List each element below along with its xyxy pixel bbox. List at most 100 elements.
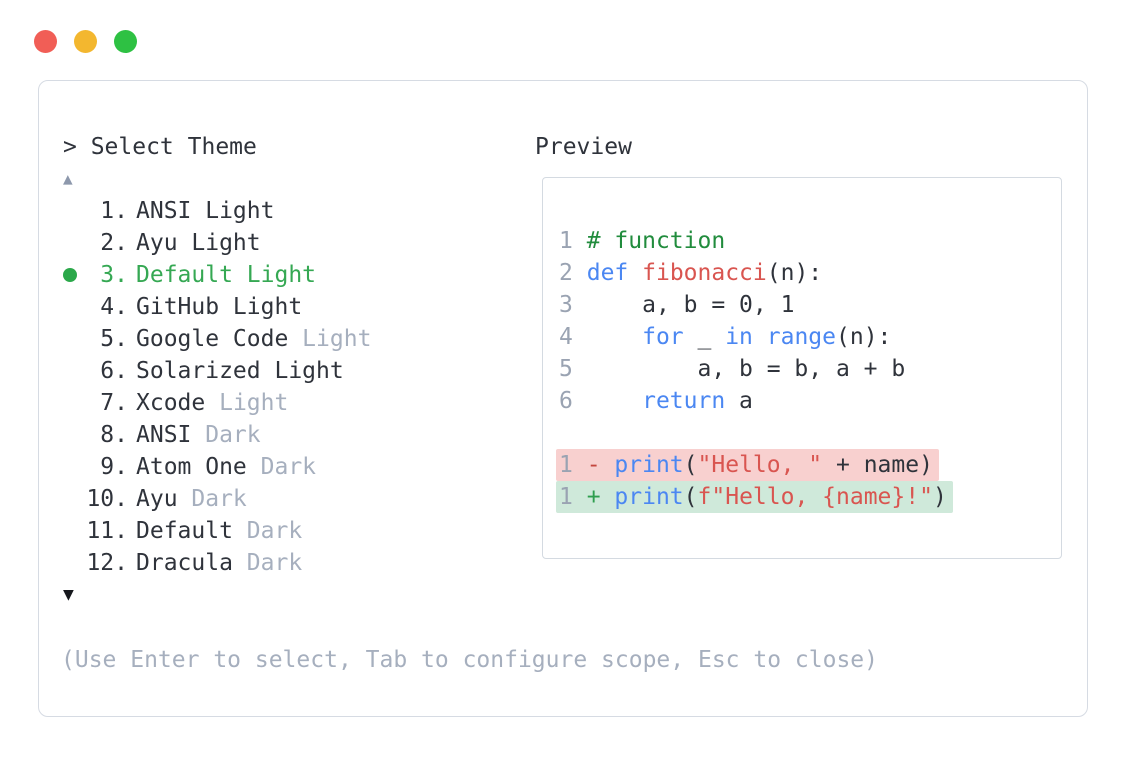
maximize-button[interactable] xyxy=(114,30,137,53)
line-number: 1 xyxy=(559,228,573,254)
minimize-button[interactable] xyxy=(74,30,97,53)
theme-list-item[interactable]: 7.Xcode Light xyxy=(63,387,523,419)
code-token-plain xyxy=(587,324,642,350)
theme-item-number: 8. xyxy=(100,422,128,448)
theme-item-number: 10. xyxy=(86,486,128,512)
marker-spacer xyxy=(63,291,83,323)
scroll-up-icon[interactable]: ▲ xyxy=(63,169,73,188)
theme-item-name: Solarized Light xyxy=(136,358,344,384)
theme-list-item[interactable]: 2.Ayu Light xyxy=(63,227,523,259)
code-line: 2 def fibonacci(n): xyxy=(559,257,1061,289)
theme-item-number: 7. xyxy=(100,390,128,416)
code-line: 1 + print(f"Hello, {name}!") xyxy=(556,481,1061,513)
theme-list-item[interactable]: 4.GitHub Light xyxy=(63,291,523,323)
code-token-comment: # function xyxy=(586,228,726,254)
line-number: 1 xyxy=(559,484,573,510)
code-token-kw: def xyxy=(586,260,629,286)
marker-spacer xyxy=(63,547,83,579)
theme-item-number: 3. xyxy=(100,262,128,288)
marker-spacer xyxy=(63,419,83,451)
theme-item-name: Ayu xyxy=(136,486,178,512)
code-token-plain: ( xyxy=(683,484,698,510)
theme-item-number: 9. xyxy=(100,454,128,480)
code-token-add: + xyxy=(586,484,615,510)
code-token-plain: (n): xyxy=(836,324,892,350)
theme-list-column: > Select Theme ▲ 1. ANSI Light 2.Ayu Light… xyxy=(63,131,523,611)
line-number: 1 xyxy=(559,452,573,478)
theme-item-number: 11. xyxy=(86,518,128,544)
line-number: 3 xyxy=(559,292,573,318)
marker-spacer xyxy=(63,387,83,419)
code-token-fn: fibonacci xyxy=(642,260,767,286)
selected-bullet-icon xyxy=(63,268,77,282)
theme-item-name: Xcode xyxy=(136,390,206,416)
code-token-plain xyxy=(587,388,642,414)
code-line: 4 for _ in range(n): xyxy=(559,321,1061,353)
preview-label: Preview xyxy=(535,134,632,160)
theme-list-item[interactable]: 3. Default Light xyxy=(63,259,523,291)
theme-list: 1. ANSI Light 2.Ayu Light 3. Default Light 4.… xyxy=(63,195,523,579)
theme-item-name: Ayu Light xyxy=(136,230,261,256)
marker-spacer xyxy=(63,451,83,483)
line-number: 4 xyxy=(559,324,573,350)
code-token-kw: for xyxy=(642,324,684,350)
code-token-plain: a, b = 0, 1 xyxy=(586,292,795,318)
code-token-plain: _ xyxy=(683,324,726,350)
theme-item-number: 6. xyxy=(100,358,128,384)
theme-list-item[interactable]: 1. ANSI Light xyxy=(63,195,523,227)
code-token-plain xyxy=(628,260,642,286)
marker-spacer xyxy=(63,515,83,547)
code-line: 5 a, b = b, a + b xyxy=(559,353,1061,385)
theme-item-name: ANSI Light xyxy=(136,198,275,224)
code-line: 3 a, b = 0, 1 xyxy=(559,289,1061,321)
theme-list-item[interactable]: 11.Default Dark xyxy=(63,515,523,547)
marker-spacer xyxy=(63,483,83,515)
theme-list-item[interactable]: 10. Ayu Dark xyxy=(63,483,523,515)
theme-prompt: > Select Theme xyxy=(63,134,257,160)
code-token-plain: a, b = b, a + b xyxy=(586,356,906,382)
theme-item-name: Default Light xyxy=(136,262,317,288)
theme-list-item[interactable]: 12. Dracula Dark xyxy=(63,547,523,579)
window-controls xyxy=(34,30,137,53)
code-token-plain: (n): xyxy=(766,260,823,286)
code-token-plain: ) xyxy=(932,484,947,510)
code-token-kw: print xyxy=(614,452,684,478)
theme-list-item[interactable]: 6. Solarized Light xyxy=(63,355,523,387)
code-token-kw: in xyxy=(725,324,753,350)
theme-item-name: ANSI xyxy=(136,422,192,448)
close-button[interactable] xyxy=(34,30,57,53)
theme-item-name: Dracula xyxy=(136,550,233,576)
code-token-kw: print xyxy=(614,484,684,510)
theme-item-number: 12. xyxy=(86,550,128,576)
code-line: 1 # function xyxy=(559,225,1061,257)
code-token-del: - xyxy=(586,452,615,478)
theme-item-suffix: Dark xyxy=(177,486,247,512)
diff-added-line: 1 + print(f"Hello, {name}!") xyxy=(556,481,953,513)
footer-hint: (Use Enter to select, Tab to configure s… xyxy=(61,647,878,673)
marker-spacer xyxy=(63,355,83,387)
code-token-str: f"Hello, {name}!" xyxy=(697,484,933,510)
code-token-plain: ( xyxy=(683,452,698,478)
theme-item-suffix: Light xyxy=(288,326,372,352)
marker-spacer xyxy=(63,323,83,355)
code-line: 1 - print("Hello, " + name) xyxy=(556,449,1061,481)
theme-list-item[interactable]: 9.Atom One Dark xyxy=(63,451,523,483)
code-token-plain: + name) xyxy=(822,452,933,478)
theme-item-name: Atom One xyxy=(136,454,247,480)
code-line xyxy=(559,417,1061,449)
theme-list-item[interactable]: 8.ANSI Dark xyxy=(63,419,523,451)
code-token-kw: range xyxy=(766,324,837,350)
theme-list-item[interactable]: 5. Google Code Light xyxy=(63,323,523,355)
scroll-down-icon[interactable]: ▼ xyxy=(63,584,74,605)
theme-item-name: Default xyxy=(136,518,233,544)
theme-item-name: GitHub Light xyxy=(136,294,303,320)
diff-removed-line: 1 - print("Hello, " + name) xyxy=(556,449,939,481)
marker-spacer xyxy=(63,227,83,259)
theme-item-suffix: Dark xyxy=(232,550,303,576)
theme-item-number: 1. xyxy=(100,198,128,224)
theme-item-number: 5. xyxy=(100,326,128,352)
line-number: 6 xyxy=(559,388,573,414)
theme-item-name: Google Code xyxy=(136,326,289,352)
